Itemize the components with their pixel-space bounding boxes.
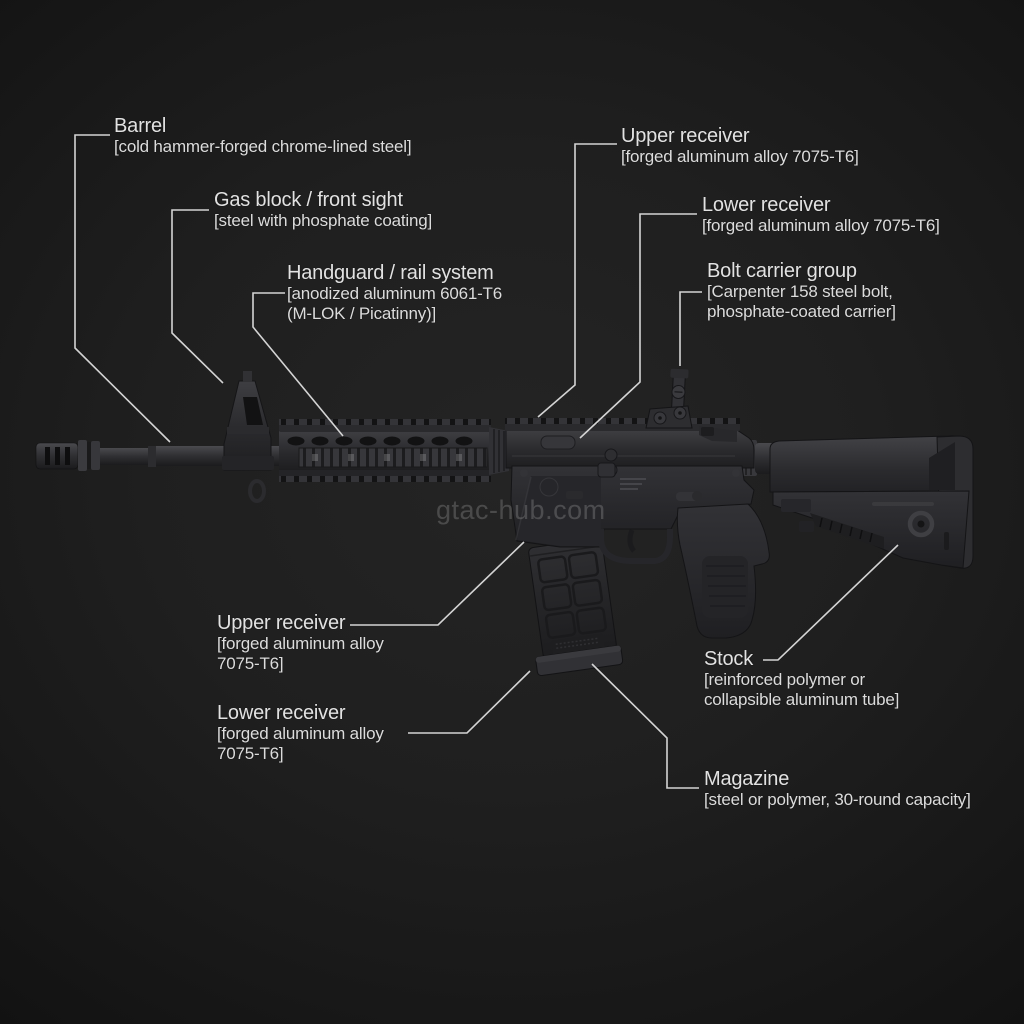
label-handguard-detail-1: [anodized aluminum 6061-T6 — [287, 284, 502, 303]
label-handguard-title: Handguard / rail system — [287, 262, 494, 284]
label-upper-receiver-top-detail: [forged aluminum alloy 7075-T6] — [621, 147, 859, 166]
label-bolt-carrier-group-title: Bolt carrier group — [707, 260, 857, 282]
label-upper-receiver-bottom-title: Upper receiver — [217, 612, 346, 634]
label-lower-receiver-top: Lower receiver [forged aluminum alloy 70… — [702, 194, 940, 236]
front-sight-graphic — [222, 371, 274, 471]
stock-graphic — [769, 435, 974, 569]
watermark: gtac-hub.com — [436, 495, 606, 525]
magazine-graphic — [528, 538, 624, 677]
label-lower-receiver-bottom-detail-2: 7075-T6] — [217, 743, 284, 763]
handguard-graphic — [279, 419, 509, 482]
label-gas-block-title: Gas block / front sight — [214, 189, 403, 211]
label-lower-receiver-bottom-title: Lower receiver — [217, 702, 346, 724]
label-upper-receiver-bottom: Upper receiver [forged aluminum alloy 70… — [217, 612, 384, 673]
label-stock-detail-1: [reinforced polymer or — [704, 670, 865, 689]
label-upper-receiver-bottom-detail-1: [forged aluminum alloy — [217, 634, 384, 653]
label-bolt-carrier-group-detail-2: phosphate-coated carrier] — [707, 301, 896, 321]
label-lower-receiver-top-title: Lower receiver — [702, 194, 831, 216]
label-upper-receiver-top-title: Upper receiver — [621, 125, 750, 147]
label-magazine: Magazine [steel or polymer, 30-round cap… — [704, 768, 971, 810]
pistol-grip-graphic — [676, 503, 770, 639]
label-bolt-carrier-group-detail-1: [Carpenter 158 steel bolt, — [707, 282, 893, 301]
trigger-guard-graphic — [598, 529, 673, 564]
label-lower-receiver-top-detail: [forged aluminum alloy 7075-T6] — [702, 216, 940, 235]
label-barrel-title: Barrel — [114, 115, 167, 137]
label-lower-receiver-bottom: Lower receiver [forged aluminum alloy 70… — [217, 702, 384, 763]
label-stock: Stock [reinforced polymer or collapsible… — [704, 648, 899, 709]
label-lower-receiver-bottom-detail-1: [forged aluminum alloy — [217, 724, 384, 743]
upper-receiver-graphic — [505, 418, 755, 469]
label-bolt-carrier-group: Bolt carrier group [Carpenter 158 steel … — [707, 260, 896, 321]
label-stock-title: Stock — [704, 648, 754, 670]
label-gas-block-detail: [steel with phosphate coating] — [214, 211, 432, 230]
label-upper-receiver-bottom-detail-2: 7075-T6] — [217, 653, 284, 673]
label-gas-block: Gas block / front sight [steel with phos… — [214, 189, 432, 231]
rear-sight-graphic — [645, 368, 693, 429]
label-upper-receiver-top: Upper receiver [forged aluminum alloy 70… — [621, 125, 859, 167]
label-barrel: Barrel [cold hammer-forged chrome-lined … — [114, 115, 412, 157]
label-handguard-detail-2: (M-LOK / Picatinny)] — [287, 303, 437, 323]
lower-receiver-graphic — [510, 448, 755, 548]
label-magazine-title: Magazine — [704, 768, 790, 790]
label-magazine-detail: [steel or polymer, 30-round capacity] — [704, 790, 971, 809]
label-handguard: Handguard / rail system [anodized alumin… — [287, 262, 502, 323]
label-stock-detail-2: collapsible aluminum tube] — [704, 689, 900, 709]
label-barrel-detail: [cold hammer-forged chrome-lined steel] — [114, 137, 412, 156]
